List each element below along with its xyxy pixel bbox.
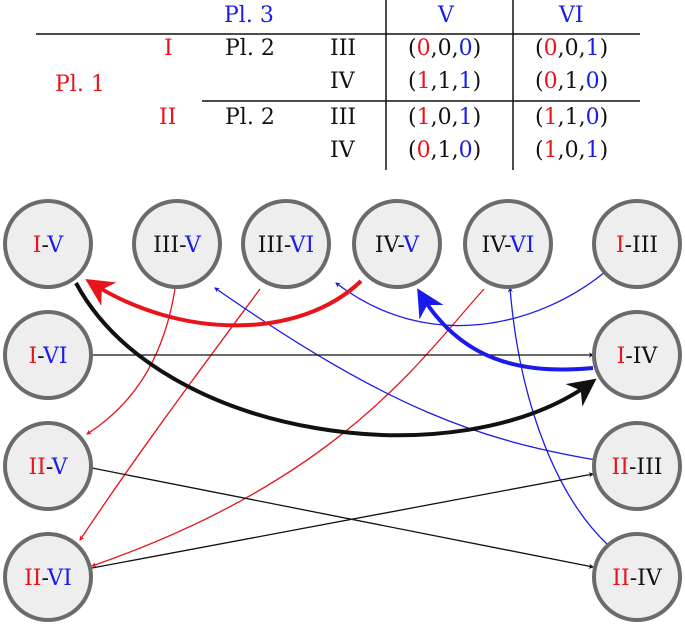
header-V: V [437,3,455,28]
edge-III-V-to-II-V [86,288,176,435]
node-I-V: I-V [3,199,93,289]
label-IV-b: IV [330,138,356,163]
label-III-a: III [330,36,356,61]
payoff-table: Pl. 3 V VI Pl. 1 I II Pl. 2 Pl. 2 III IV… [36,0,640,170]
label-player2-b: Pl. 2 [225,105,275,130]
svg-text:II-IV: II-IV [612,566,663,591]
label-row-II: II [159,105,176,130]
edge-II-VI-to-II-III [91,472,595,569]
nodes: I-V III-V III-VI IV-V IV-VI I-III I-VI [3,199,682,622]
payoff-cell-I-IV-VI: (0,1,0) [535,69,608,94]
label-row-I: I [164,36,173,61]
edge-IV-V-to-I-V-thick [85,278,363,328]
svg-text:II-VI: II-VI [24,566,72,591]
label-player2-a: Pl. 2 [225,36,275,61]
edge-III-VI-to-II-VI [79,288,261,541]
edge-II-V-to-II-IV [91,467,595,569]
node-I-VI: I-VI [3,310,93,400]
payoff-cell-II-III-VI: (1,1,0) [535,105,608,130]
payoff-cell-I-III-VI: (0,0,1) [535,36,608,61]
node-III-VI: III-VI [241,199,331,289]
svg-text:I-IV: I-IV [617,344,659,369]
label-IV-a: IV [330,69,356,94]
node-IV-V: IV-V [352,199,442,289]
svg-text:IV-VI: IV-VI [482,233,535,258]
edge-II-IV-to-IV-VI [507,286,609,546]
node-II-VI: II-VI [3,532,93,622]
payoff-cell-I-IV-V: (1,1,1) [408,69,481,94]
payoff-cell-I-III-V: (0,0,0) [408,36,481,61]
edge-IV-VI-to-II-VI [91,288,485,568]
svg-text:IV-V: IV-V [375,233,420,258]
node-I-IV: I-IV [592,310,682,400]
node-II-IV: II-IV [592,532,682,622]
node-II-III: II-III [592,421,682,511]
edge-I-V-to-I-IV-thick [74,282,597,438]
node-III-V: III-V [132,199,222,289]
svg-text:II-V: II-V [28,455,68,480]
svg-text:I-III: I-III [616,233,658,258]
svg-text:III-VI: III-VI [258,233,315,258]
edge-II-III-to-III-VI [214,287,597,461]
svg-text:II-III: II-III [612,455,663,480]
node-I-III: I-III [592,199,682,289]
payoff-cell-II-IV-VI: (1,0,1) [535,138,608,163]
label-III-b: III [330,105,356,130]
edge-I-IV-to-IV-V-thick [417,288,594,372]
payoff-cell-II-IV-V: (0,1,0) [408,138,481,163]
node-II-V: II-V [3,421,93,511]
node-IV-VI: IV-VI [463,199,553,289]
edge-I-III-to-IV-V [335,271,606,327]
header-VI: VI [558,3,584,28]
edges [74,271,609,569]
header-player3: Pl. 3 [224,3,274,28]
svg-text:III-V: III-V [153,233,202,258]
svg-text:I-V: I-V [33,233,65,258]
payoff-cell-II-III-V: (1,0,1) [408,105,481,130]
label-player1: Pl. 1 [55,72,105,97]
svg-text:I-VI: I-VI [28,344,67,369]
